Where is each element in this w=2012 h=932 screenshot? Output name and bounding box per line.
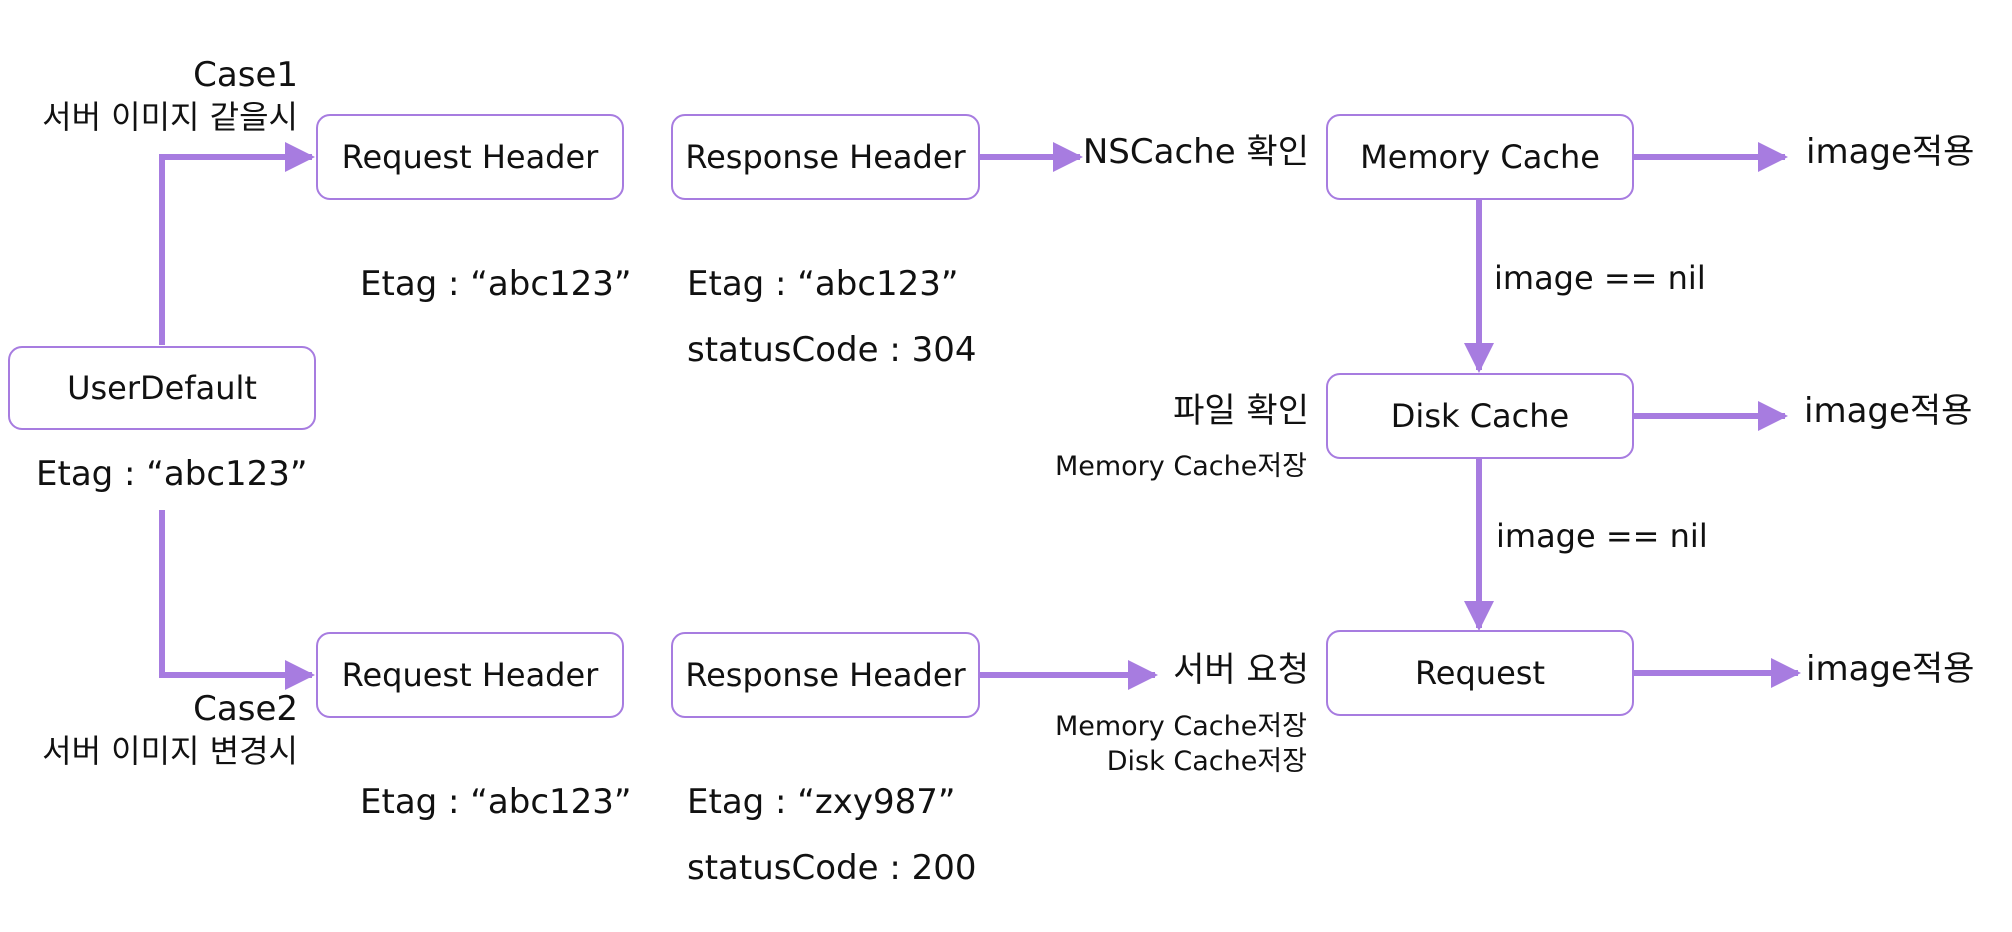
request-memory-store-note: Memory Cache저장 — [1054, 711, 1307, 742]
response-status-case1: statusCode : 304 — [687, 330, 977, 370]
request-header-box-case1: Request Header — [316, 114, 624, 200]
server-request-label: 서버 요청 — [1173, 650, 1309, 690]
response-status-case2: statusCode : 200 — [687, 848, 977, 888]
response-etag-case2: Etag : “zxy987” — [687, 782, 956, 822]
response-etag-case1: Etag : “abc123” — [687, 264, 959, 304]
request-etag-case1: Etag : “abc123” — [360, 264, 632, 304]
userdefault-box: UserDefault — [8, 346, 316, 430]
case2-subtitle: 서버 이미지 변경시 — [42, 732, 298, 770]
memory-cache-box: Memory Cache — [1326, 114, 1634, 200]
userdefault-to-case1-connector — [159, 142, 315, 345]
disk-memory-store-note: Memory Cache저장 — [1054, 451, 1307, 482]
file-check-label: 파일 확인 — [1173, 391, 1309, 431]
disk-cache-nil-condition: image == nil — [1496, 517, 1708, 555]
request-etag-case2: Etag : “abc123” — [360, 782, 632, 822]
case1-subtitle: 서버 이미지 같을시 — [42, 98, 298, 136]
case2-title: Case2 — [193, 689, 298, 729]
request-header-box-case2: Request Header — [316, 632, 624, 718]
userdefault-etag: Etag : “abc123” — [36, 454, 308, 494]
response-header-box-case2: Response Header — [671, 632, 980, 718]
memory-cache-nil-condition: image == nil — [1494, 259, 1706, 297]
request-box: Request — [1326, 630, 1634, 716]
nscache-check-label: NSCache 확인 — [1082, 132, 1309, 172]
response-header-box-case1: Response Header — [671, 114, 980, 200]
userdefault-to-case2-connector — [159, 510, 315, 690]
request-disk-store-note: Disk Cache저장 — [1106, 746, 1307, 777]
case1-title: Case1 — [193, 55, 298, 95]
disk-cache-box: Disk Cache — [1326, 373, 1634, 459]
request-result: image적용 — [1806, 649, 1975, 689]
disk-cache-result: image적용 — [1804, 391, 1973, 431]
memory-cache-result: image적용 — [1806, 132, 1975, 172]
